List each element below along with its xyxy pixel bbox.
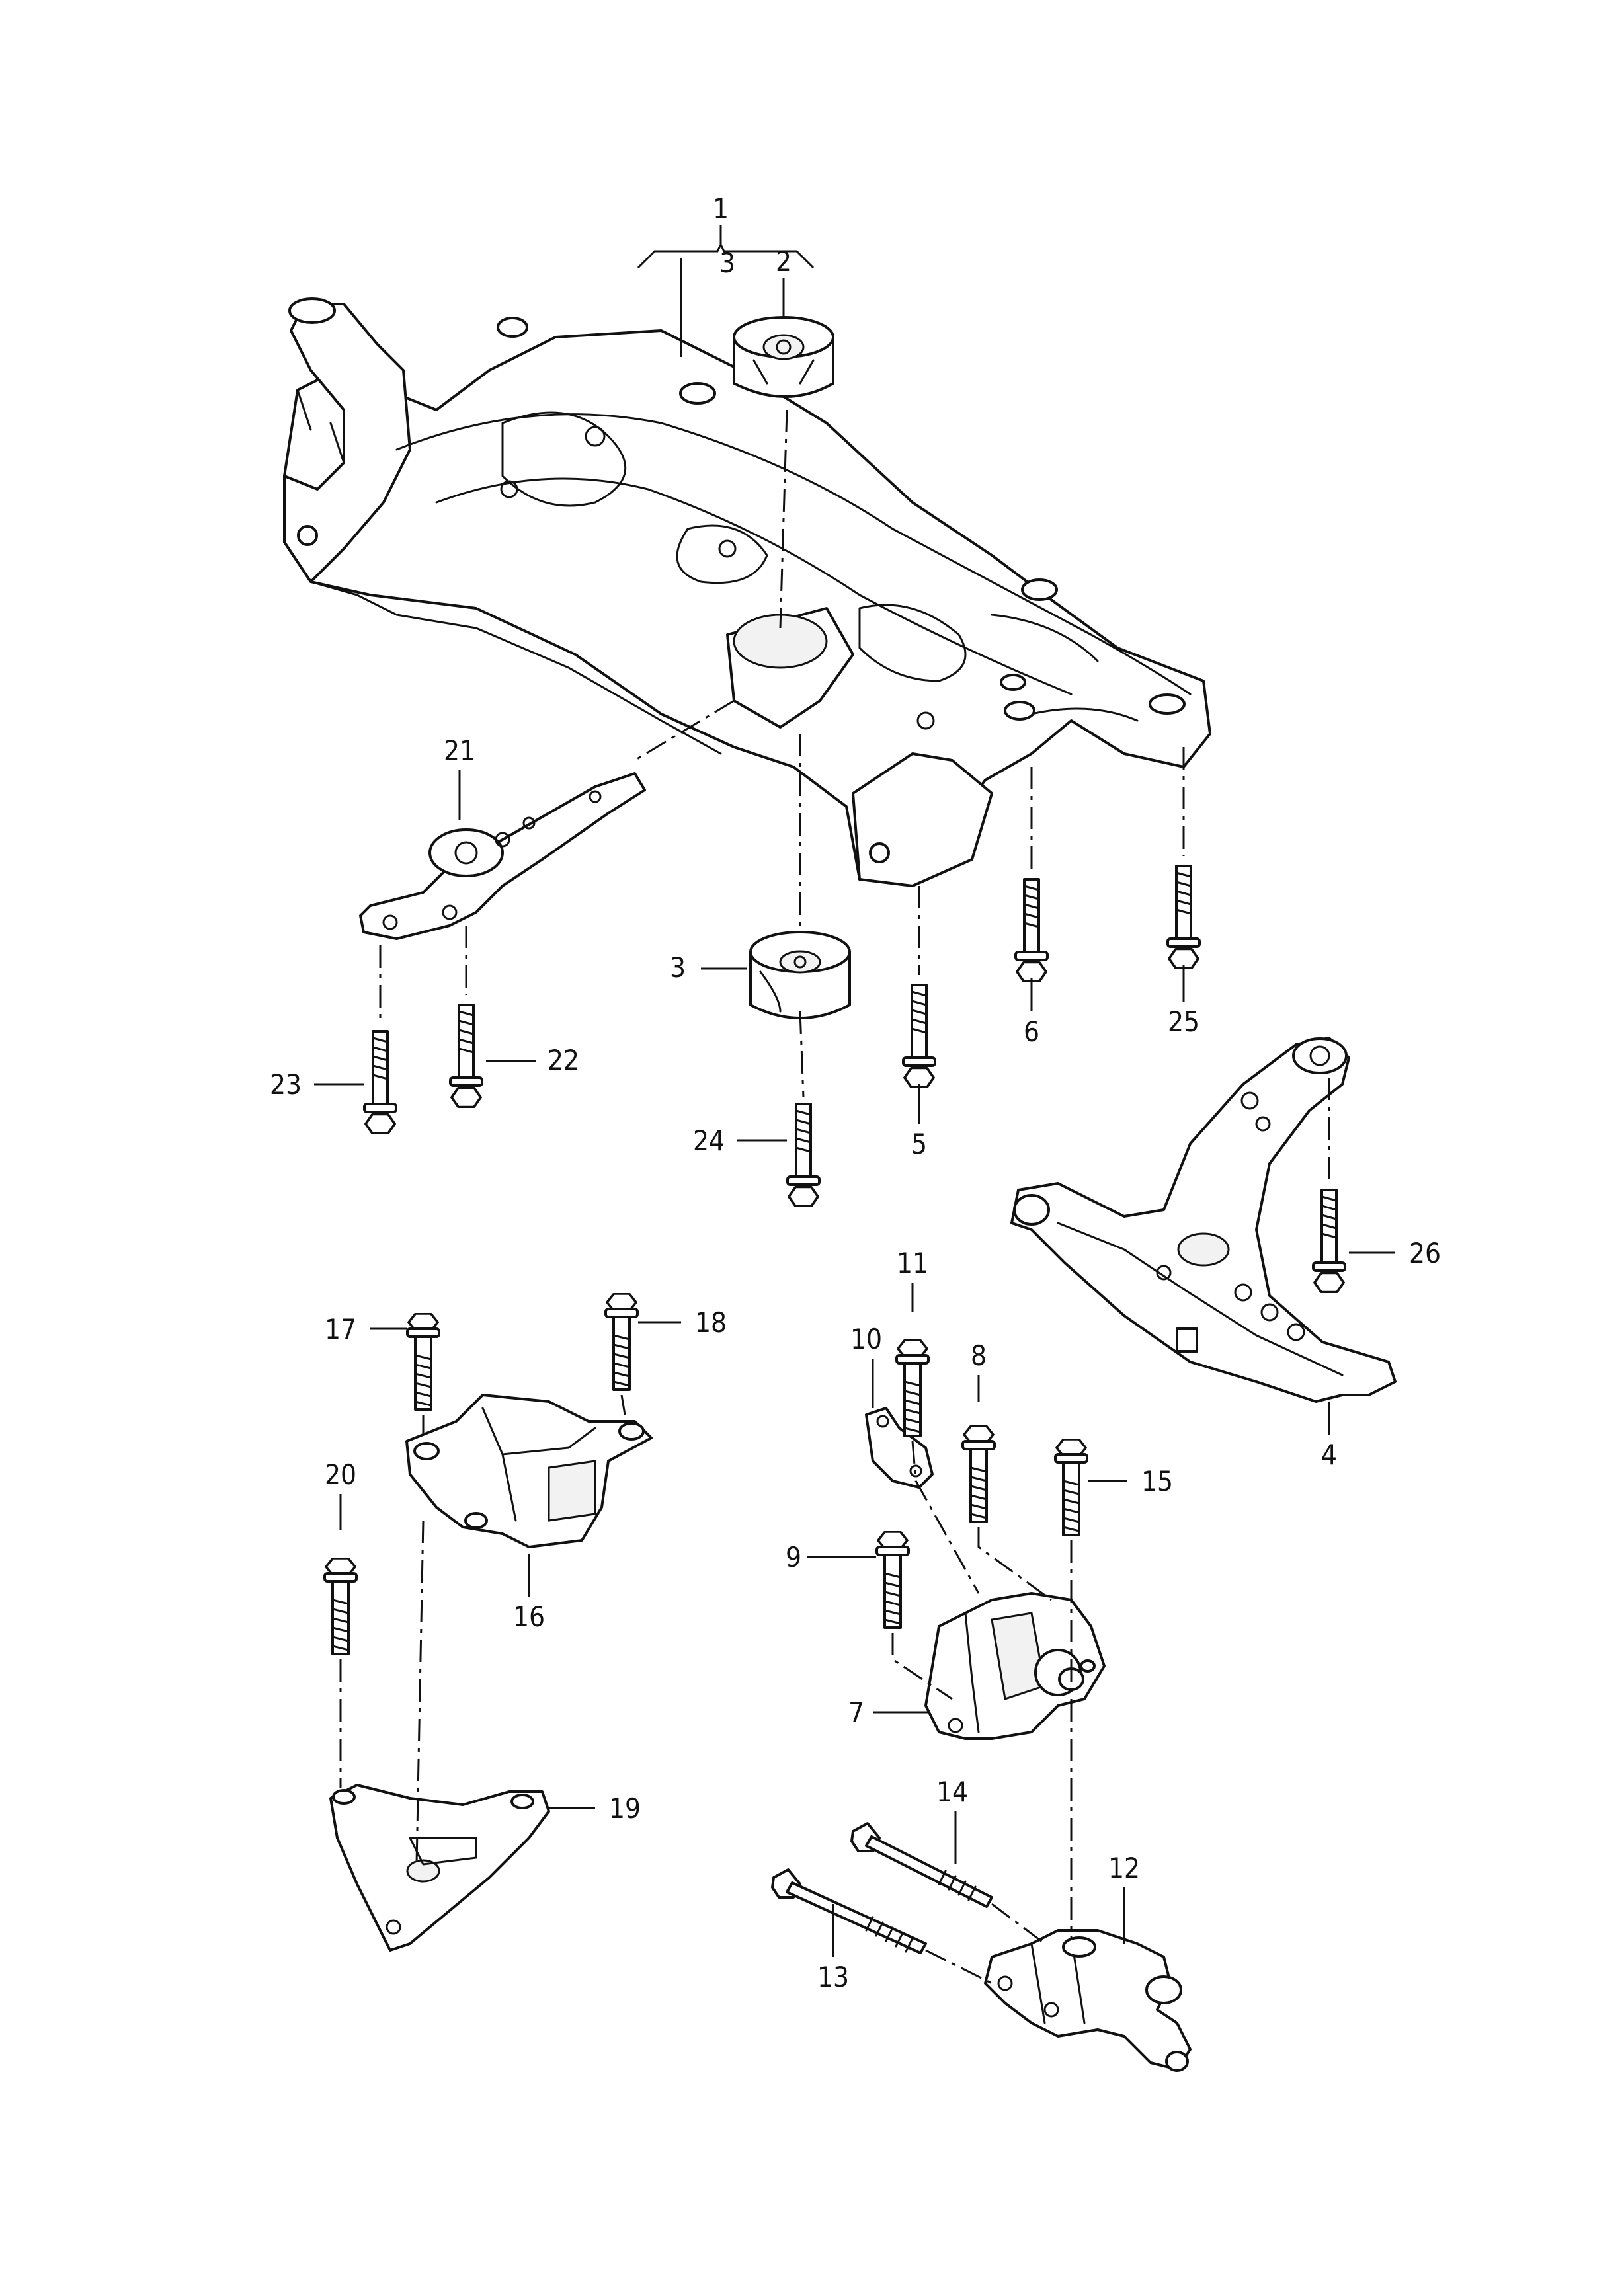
label-23: 23 xyxy=(270,1068,302,1101)
bolt-22 xyxy=(449,1004,483,1109)
small-bracket xyxy=(865,1407,934,1489)
label-2: 2 xyxy=(776,245,792,278)
label-13: 13 xyxy=(817,1961,849,1993)
label-4: 4 xyxy=(1321,1439,1337,1471)
torque-arm-support xyxy=(359,772,646,940)
bolt-6 xyxy=(1014,878,1049,983)
mount-bracket xyxy=(329,1784,550,1952)
label-26: 26 xyxy=(1409,1237,1441,1269)
bolt-8 xyxy=(961,1425,996,1523)
label-20: 20 xyxy=(325,1458,356,1491)
bolt-18 xyxy=(604,1292,639,1391)
label-17: 17 xyxy=(325,1313,356,1345)
wishbone xyxy=(1010,1037,1397,1403)
engine-mount xyxy=(924,1592,1106,1740)
label-18: 18 xyxy=(695,1306,727,1339)
label-12: 12 xyxy=(1108,1852,1140,1884)
bolt-25 xyxy=(1166,865,1201,970)
label-14: 14 xyxy=(936,1776,968,1808)
mount-bush-lower xyxy=(749,931,851,1019)
bolt-5 xyxy=(902,984,936,1089)
label-3-top: 3 xyxy=(719,247,735,279)
bolt-20 xyxy=(323,1557,358,1655)
subframe xyxy=(283,297,1211,887)
label-19: 19 xyxy=(609,1792,641,1825)
label-21: 21 xyxy=(444,734,475,767)
bolt-15 xyxy=(1054,1438,1088,1536)
assembly-lines xyxy=(339,409,1330,1985)
gearbox-support xyxy=(984,1929,1192,2072)
label-8: 8 xyxy=(971,1339,987,1372)
label-10: 10 xyxy=(850,1323,882,1355)
mount-bush-upper xyxy=(733,316,834,398)
bolt-9 xyxy=(875,1530,910,1629)
long-bolt-13 xyxy=(771,1868,927,1954)
bolt-11 xyxy=(895,1339,930,1437)
label-9: 9 xyxy=(786,1541,801,1573)
label-6: 6 xyxy=(1024,1015,1039,1048)
bolt-17 xyxy=(406,1312,440,1411)
long-bolt-14 xyxy=(850,1822,993,1908)
label-7: 7 xyxy=(848,1696,864,1729)
label-1: 1 xyxy=(713,192,729,225)
label-15: 15 xyxy=(1141,1465,1173,1497)
bolt-24 xyxy=(786,1103,821,1208)
bolt-26 xyxy=(1312,1189,1346,1294)
label-22: 22 xyxy=(548,1044,579,1076)
label-24: 24 xyxy=(693,1125,725,1157)
label-5: 5 xyxy=(911,1128,927,1160)
bolt-23 xyxy=(363,1030,397,1135)
label-11: 11 xyxy=(897,1247,928,1279)
label-25: 25 xyxy=(1168,1006,1199,1038)
gearbox-mount xyxy=(405,1394,653,1548)
leader-lines xyxy=(314,225,1395,1957)
label-16: 16 xyxy=(513,1601,545,1633)
label-3: 3 xyxy=(670,951,686,984)
callout-labels: 1 3 2 3 21 23 22 24 5 6 25 26 4 17 18 20… xyxy=(270,192,1441,1993)
